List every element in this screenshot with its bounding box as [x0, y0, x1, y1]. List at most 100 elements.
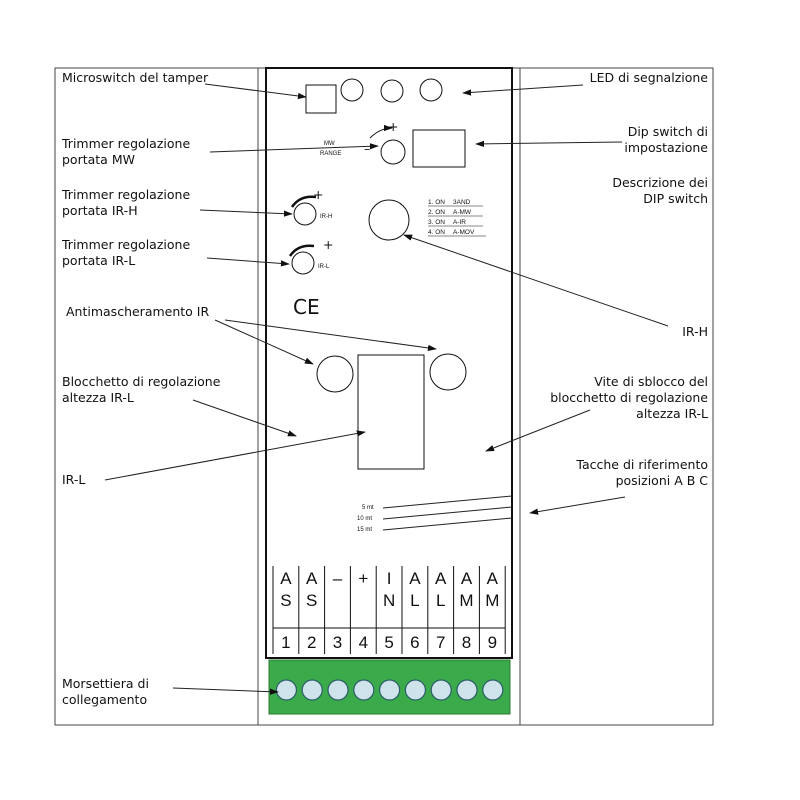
dip-item-2-func: A-MW: [453, 209, 472, 216]
terminal-5-bottom-letter: N: [383, 591, 395, 610]
label-block-line2: altezza IR-L: [62, 390, 134, 405]
irl-small-text: IR-L: [318, 264, 330, 270]
arrow-trimmer-irh: [199, 209, 293, 217]
label-terminal-line1: Morsettiera di: [62, 676, 149, 691]
arrow-notches: [529, 496, 626, 515]
terminal-2-number: 2: [307, 633, 316, 652]
label-trimmer-irl-line2: portata IR-L: [62, 253, 135, 268]
terminal-5-screw: [379, 679, 401, 701]
irh-sensor: [368, 199, 410, 241]
terminal-8-number: 8: [462, 633, 471, 652]
terminal-9-bottom-letter: M: [485, 591, 499, 610]
arrow-microswitch: [204, 83, 307, 100]
label-notches-line1: Tacche di riferimento: [575, 457, 708, 472]
arrow-antimask-left: [214, 319, 314, 365]
label-trimmer-irh-line1: Trimmer regolazione: [61, 187, 190, 202]
terminal-3-number: 3: [333, 633, 342, 652]
dip-item-4-num: 4. ON: [428, 229, 445, 236]
terminal-6-bottom-letter: L: [410, 591, 419, 610]
terminal-9-number: 9: [488, 633, 497, 652]
irl-trimmer-rotation-icon: [288, 244, 315, 257]
terminal-9-screw: [482, 679, 504, 701]
ce-mark: CE: [293, 295, 320, 319]
terminal-1-screw: [275, 679, 297, 701]
mw-text: MW: [324, 141, 335, 147]
label-trimmer-irl-line1: Trimmer regolazione: [61, 237, 190, 252]
led-3: [419, 78, 443, 102]
label-screw-line3: altezza IR-L: [636, 406, 708, 421]
terminal-6-top-letter: A: [409, 569, 421, 588]
tamper-microswitch: [305, 84, 337, 114]
dip-item-3-num: 3. ON: [428, 219, 445, 226]
arrow-trimmer-mw: [209, 143, 379, 153]
terminal-7-screw: [430, 679, 452, 701]
led-2: [380, 79, 404, 103]
terminal-3-screw: [327, 679, 349, 701]
mw-plus-text: +: [388, 119, 398, 134]
label-dip-desc-line2: DIP switch: [643, 191, 708, 206]
irh-plus-text: +: [313, 187, 323, 202]
terminal-2-bottom-letter: S: [306, 591, 317, 610]
arrow-block: [192, 399, 297, 437]
dip-description-list: 1. ON 3AND 2. ON A-MW 3. ON A-IR 4. ON A…: [428, 199, 486, 237]
arrow-dip: [475, 140, 623, 148]
dip-switch: [412, 129, 466, 168]
label-screw-line2: blocchetto di regolazione: [550, 390, 708, 405]
label-dip-line1: Dip switch di: [628, 124, 708, 139]
terminal-4-screw: [353, 679, 375, 701]
led-1: [340, 78, 364, 102]
arrow-led: [462, 84, 584, 96]
arrow-trimmer-irl: [206, 257, 290, 267]
arrow-antimask-right: [224, 319, 437, 352]
notch-line-b: [382, 506, 513, 520]
terminal-5-top-letter: I: [387, 569, 392, 588]
dip-item-3-func: A-IR: [453, 219, 466, 226]
irh-small-text: IR-H: [320, 214, 332, 220]
irl-plus-text: +: [323, 237, 333, 252]
arrow-screw: [485, 409, 591, 452]
terminal-8-screw: [456, 679, 478, 701]
arrow-irl: [104, 430, 366, 481]
dip-item-1-func: 3AND: [453, 199, 471, 206]
mw-minus-text: –: [364, 141, 370, 156]
notch-line-c: [382, 517, 513, 531]
label-led: LED di segnalzione: [590, 70, 709, 85]
label-irl: IR-L: [62, 472, 85, 487]
irh-trimmer-rotation-icon: [290, 195, 317, 208]
terminal-7-number: 7: [436, 633, 445, 652]
label-trimmer-irh-line2: portata IR-H: [62, 203, 138, 218]
terminal-1-top-letter: A: [280, 569, 292, 588]
antimask-left: [316, 355, 354, 393]
terminal-1-bottom-letter: S: [280, 591, 291, 610]
terminal-block: [268, 659, 511, 715]
terminal-6-screw: [404, 679, 426, 701]
dip-item-4-func: A-MOV: [453, 229, 475, 236]
label-microswitch: Microswitch del tamper: [62, 70, 209, 85]
label-dip-desc-line1: Descrizione dei: [612, 175, 708, 190]
label-block-line1: Blocchetto di regolazione: [62, 374, 221, 389]
terminal-9-top-letter: A: [487, 569, 499, 588]
label-trimmer-mw-line2: portata MW: [62, 152, 135, 167]
dip-item-2-num: 2. ON: [428, 209, 445, 216]
range-text: RANGE: [320, 151, 341, 157]
dip-item-1-num: 1. ON: [428, 199, 445, 206]
arrow-irh: [403, 234, 669, 327]
terminal-1-number: 1: [281, 633, 290, 652]
distance-10mt: 10 mt: [357, 516, 372, 522]
terminal-3-top-letter: –: [333, 569, 343, 588]
terminal-6-number: 6: [410, 633, 419, 652]
arrow-terminal: [172, 687, 279, 695]
label-notches-line2: posizioni A B C: [616, 473, 709, 488]
mw-trimmer: [380, 139, 406, 165]
terminal-2-top-letter: A: [306, 569, 318, 588]
leader-arrows: [104, 83, 669, 695]
terminal-7-top-letter: A: [435, 569, 447, 588]
irh-trimmer: [293, 202, 317, 226]
label-terminal-line2: collegamento: [62, 692, 147, 707]
terminal-4-top-letter: +: [358, 569, 368, 588]
label-dip-line2: impostazione: [624, 140, 708, 155]
distance-15mt: 15 mt: [357, 527, 372, 533]
terminal-8-top-letter: A: [461, 569, 473, 588]
